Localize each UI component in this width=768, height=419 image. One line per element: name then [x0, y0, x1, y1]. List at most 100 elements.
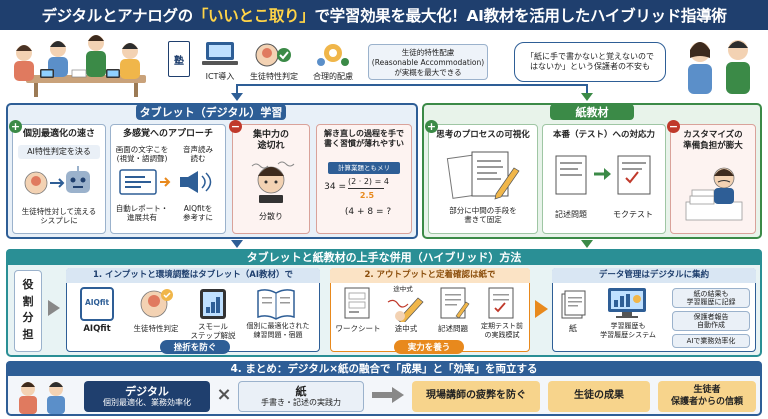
step-tablet-icon — [200, 289, 226, 319]
juku-building-icon — [168, 41, 190, 77]
step2-pill: 実力を養う — [394, 340, 464, 354]
summary-times: × — [216, 384, 232, 405]
hybrid-header: タブレットと紙教材の上手な併用（ハイブリッド）方法 — [6, 249, 762, 265]
plus-icon-paper: + — [425, 120, 438, 133]
role-division-label — [14, 270, 42, 352]
paper-minus1-title2: 準備負担が膨大 — [683, 140, 743, 151]
tablet-minus-rewrite — [316, 124, 412, 234]
summary-digital-sub: 個別最適化、業務効率化 — [103, 398, 191, 408]
paper-plus1-caption2: 書きて固定 — [464, 215, 502, 225]
calc-label: 計算業題ともメリ — [338, 164, 390, 172]
juku-label: 塾 — [174, 56, 184, 67]
tablet-plus2-title: 多感覚へのアプローチ — [122, 129, 213, 139]
eq1-lhs: 34 = — [324, 182, 346, 192]
step3-system1: 学習履歴も — [610, 322, 646, 330]
accommodation-note-line3: が実概を最大できる — [394, 68, 462, 78]
classroom-illustration-icon — [14, 35, 146, 97]
book-icon — [257, 289, 295, 320]
hand-writing-icon — [387, 297, 424, 322]
arrow-to-paper-icon — [581, 93, 593, 101]
tablet-minus2-title1: 解き直しの過程を手で — [324, 129, 404, 138]
paper-plus2-right: モクテスト — [613, 210, 653, 219]
eq2: (4 + 8 = ? — [344, 207, 392, 217]
paper-minus1-title1: カスタマイズの — [683, 130, 743, 140]
side-label-2: 割 — [22, 294, 34, 308]
arrow-to-data-icon — [535, 300, 548, 318]
tablet-plus2-rt2: 読む — [190, 154, 206, 164]
step2-item4: 定期テスト前 の実践模試 — [481, 322, 523, 339]
step3-title: データ管理はデジタルに集約 — [598, 270, 710, 280]
step2-title: 2. アウトプットと定着確認は紙で — [364, 270, 496, 280]
parent-concern-bubble: 「紙に手で書かないと覚えないので はないか」という保護者の不安も — [514, 42, 666, 82]
trait-head-icon — [140, 289, 173, 318]
summary-result3-bottom: 保護者からの信頼 — [670, 396, 743, 407]
accommodation-note: 生徒的特性配慮 (Reasonable Accommodation) が実概を最… — [368, 44, 488, 80]
gear-people-icon — [317, 44, 349, 66]
summary-header: 4. まとめ：デジタル×紙の融合で「成果」と「効率」を両立する — [6, 361, 762, 376]
arrow-to-tablet-icon — [231, 93, 243, 101]
mock-exam-icon — [488, 287, 514, 319]
summary-result2: 生徒の成果 — [548, 381, 650, 412]
tablet-plus1-title: 個別最適化の速さ — [22, 129, 95, 139]
step1-pill: 挫折を防ぐ — [160, 340, 230, 354]
side-label-4: 担 — [22, 327, 34, 341]
paper-plus2-title: 本番（テスト）への対応力 — [552, 130, 655, 140]
eq1-fraction: (2 · 2) = 4 — [348, 177, 389, 186]
tablet-minus1-caption: 分散り — [259, 212, 283, 221]
accommodation-label: 合理的配慮 — [313, 72, 353, 81]
eq1-value: 2.5 — [359, 191, 375, 200]
formula-label: 途中式 — [393, 285, 413, 293]
essay-paper-icon — [440, 287, 470, 319]
distracted-student-icon — [251, 161, 295, 203]
paper-plus2-left: 記述問題 — [555, 210, 587, 219]
summary-paper-title: 紙 — [295, 385, 307, 399]
tablet-plus1-caption2: シスプレに — [40, 216, 78, 226]
step1-item2: 生徒特性判定 — [133, 324, 179, 333]
top-connector-line — [236, 84, 588, 86]
exam-paper-icon — [555, 155, 651, 195]
summary-arrow-icon — [392, 387, 404, 403]
tablet-plus2-rb2: 参考すに — [183, 213, 213, 223]
screen-speaker-icon — [119, 169, 212, 195]
laptop-icon — [202, 42, 238, 65]
side-label-3: 分 — [22, 311, 34, 324]
summary-result3-top: 生徒者 — [693, 385, 721, 396]
summary-result1: 現場講師の疲弊を防ぐ — [412, 381, 540, 412]
tablet-plus2-lt2: (視覚・語調聲) — [116, 154, 168, 164]
step1-item4: 個別に最適化された 練習問題・宿題 — [246, 322, 310, 339]
title-highlight: 「いいとこ取り」 — [192, 7, 315, 25]
tablet-plus2-lt1: 画面の文字こを — [115, 145, 169, 154]
aiqfit-tablet-icon — [80, 287, 114, 321]
trait-label: 生徒特性判定 — [250, 72, 298, 81]
arrow-paper-to-hybrid-icon — [581, 240, 593, 248]
parent-bubble-line1: 「紙に手で書かないと覚えないので — [526, 51, 654, 61]
summary-result3: 生徒者 保護者からの信頼 — [658, 381, 756, 412]
paper-header: 紙教材 — [550, 104, 634, 120]
tablet-plus2-lb2: 進展共有 — [127, 213, 157, 223]
tablet-minus2-title2: 書く習慣が薄れやすい — [324, 139, 404, 148]
minus-icon-paper: − — [667, 120, 680, 133]
summary-digital-box: デジタル 個別最適化、業務効率化 — [84, 381, 210, 412]
tablet-plus1-caption1: 生徒特性対して流える — [21, 207, 97, 216]
aiqfit-logo: AIQfit — [84, 298, 110, 307]
tired-teacher-icon — [685, 167, 743, 221]
parents-illustration-icon — [688, 40, 750, 94]
tablet-plus2-lb1: 自動レポート・ — [115, 204, 169, 213]
arrow-tablet-to-hybrid-icon — [231, 240, 243, 248]
step3-system2: 学習履歴システム — [600, 330, 656, 339]
tablet-header: タブレット（デジタル）学習 — [136, 104, 286, 120]
tablet-plus1-tag: AI特性判定を決る — [27, 147, 91, 156]
summary-paper-box: 紙 手書き・記述の実践力 — [238, 381, 364, 412]
step2-item2: 途中式 — [394, 324, 418, 333]
title-part1: デジタルとアナログの — [41, 7, 193, 25]
side-label-1: 役 — [22, 278, 34, 291]
step1-item1: AIQfit — [83, 324, 111, 334]
worksheet-icon — [344, 287, 370, 319]
step2-item3: 記述問題 — [438, 324, 468, 333]
head-check-icon — [255, 43, 291, 67]
students-group-icon — [19, 382, 65, 414]
step3-paper-label: 紙 — [569, 324, 577, 333]
tablet-plus2-rt1: 音声読み — [183, 145, 213, 154]
worksheet-pencil-icon — [446, 151, 520, 200]
paper-plus1-title: 思考のプロセスの可視化 — [436, 130, 530, 140]
